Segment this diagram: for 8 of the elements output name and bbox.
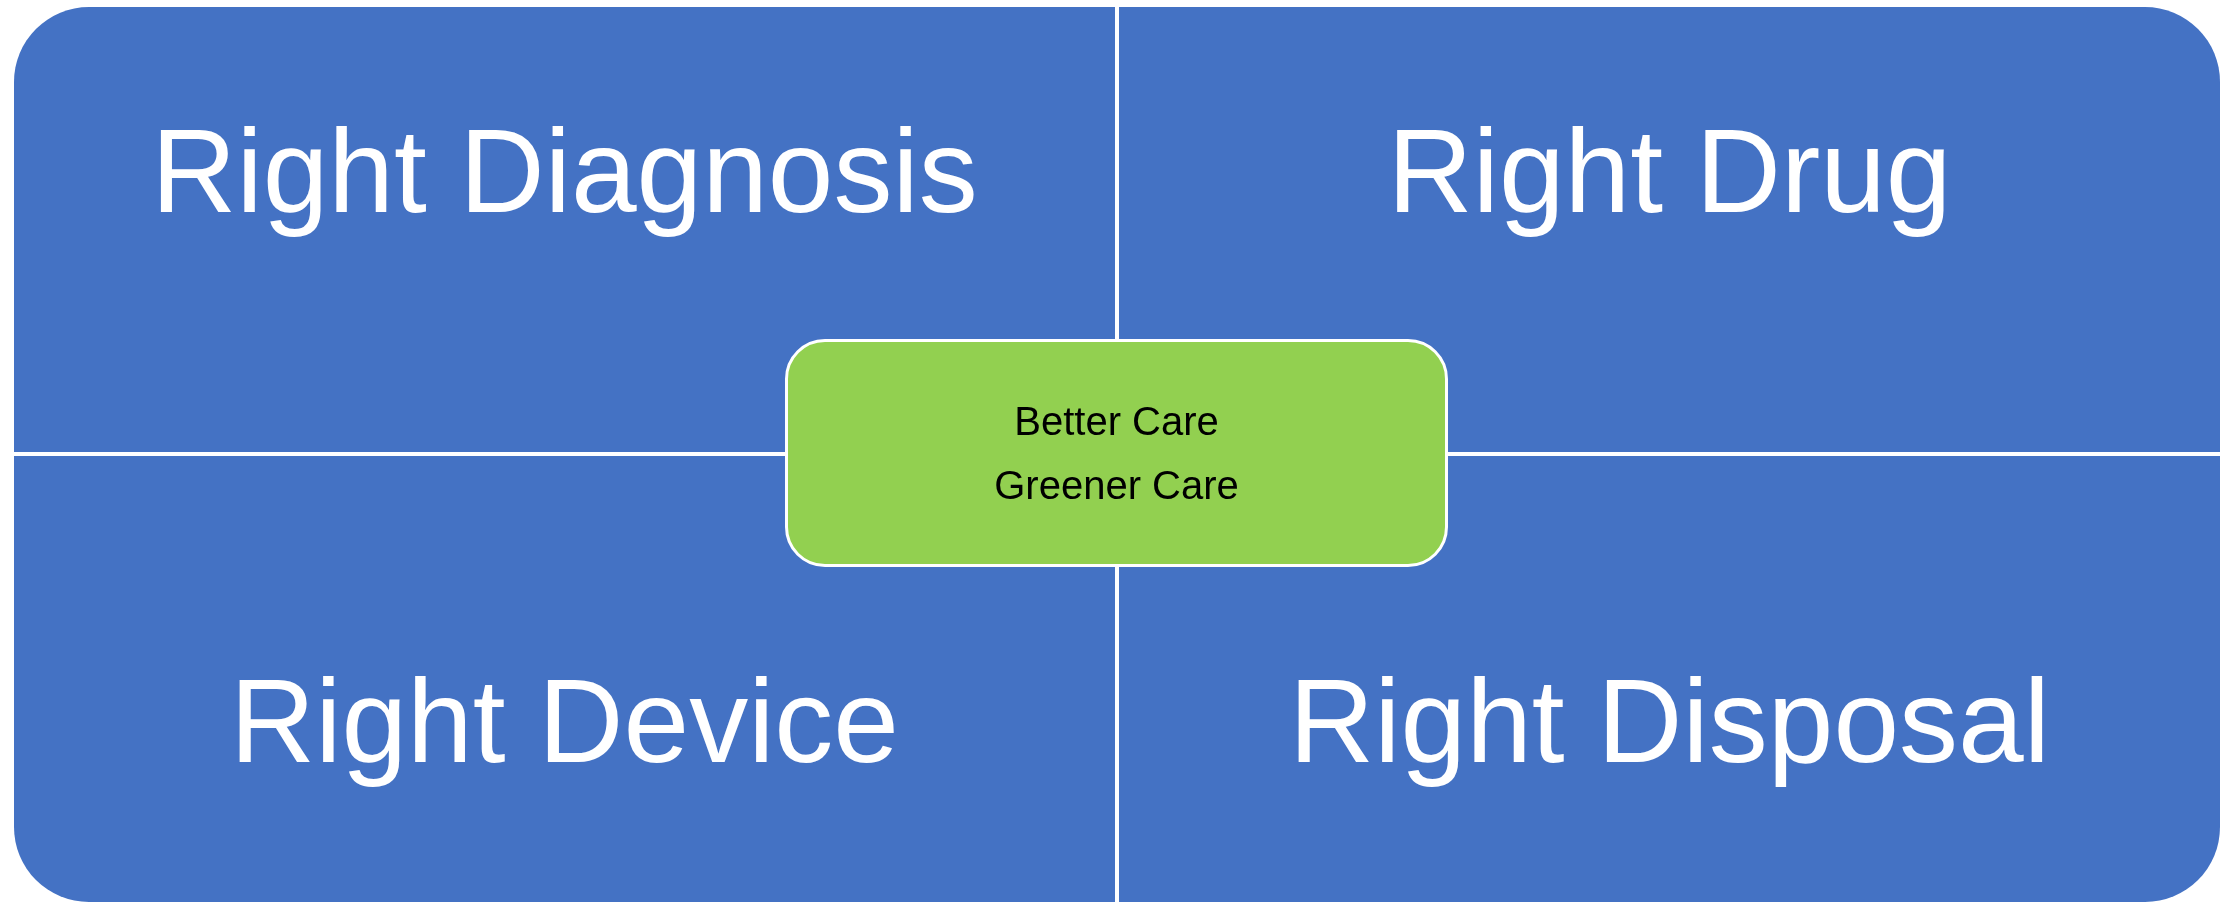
quadrant-label: Right Device bbox=[230, 657, 899, 787]
center-box bbox=[785, 339, 1448, 567]
quadrant-label: Right Drug bbox=[1387, 107, 1952, 237]
quadrant-label: Right Disposal bbox=[1289, 657, 2050, 787]
quadrant-panel bbox=[1119, 7, 2220, 452]
quadrant-label: Right Diagnosis bbox=[151, 107, 978, 237]
center-label: Better Care bbox=[1014, 398, 1219, 445]
center-label: Greener Care bbox=[994, 462, 1239, 509]
